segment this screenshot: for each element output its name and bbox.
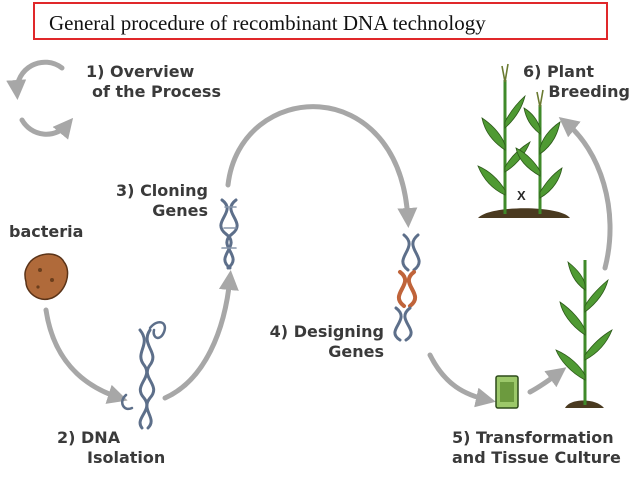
page-title: General procedure of recombinant DNA tec… bbox=[49, 11, 486, 35]
step-cloning-line1: 3) Cloning bbox=[116, 181, 208, 200]
cloning-dna-icon bbox=[219, 198, 239, 270]
step-transformation-line2: and Tissue Culture bbox=[452, 448, 621, 467]
step-plant-breeding-line2: Breeding bbox=[548, 82, 630, 101]
step-designing-line1: 4) Designing bbox=[269, 322, 384, 341]
cross-symbol: X bbox=[517, 188, 526, 203]
step-designing-line2: Genes bbox=[328, 342, 384, 361]
arrow-transformation-to-culture bbox=[527, 367, 567, 395]
bacteria-icon bbox=[24, 253, 69, 300]
tissue-culture-box-icon bbox=[495, 375, 519, 409]
step-transformation-label: 5) Transformation and Tissue Culture bbox=[452, 428, 621, 468]
title-box: General procedure of recombinant DNA tec… bbox=[33, 2, 608, 40]
step-overview-line1: 1) Overview bbox=[86, 62, 195, 81]
step-overview-label: 1) Overview of the Process bbox=[86, 62, 221, 102]
overview-cycle-icon bbox=[6, 59, 74, 140]
step-designing-label: 4) Designing Genes bbox=[262, 322, 384, 362]
step-cloning-line2: Genes bbox=[152, 201, 208, 220]
bacteria-label: bacteria bbox=[9, 222, 84, 241]
step-dna-isolation-line2: Isolation bbox=[87, 448, 166, 467]
dna-isolation-icon bbox=[121, 320, 167, 430]
arrow-cloning-to-designing bbox=[225, 104, 418, 228]
young-plant-icon bbox=[555, 260, 613, 408]
arrow-culture-to-breeding bbox=[558, 116, 613, 271]
step-plant-breeding-line1: 6) Plant bbox=[522, 62, 594, 81]
breeding-plants-icon bbox=[477, 63, 570, 218]
step-plant-breeding-label: 6) Plant Breeding bbox=[502, 62, 630, 102]
step-cloning-label: 3) Cloning Genes bbox=[90, 181, 208, 221]
arrow-designing-to-transformation bbox=[427, 352, 496, 408]
arrow-bacteria-to-isolation bbox=[43, 307, 128, 404]
designed-dna-icon bbox=[393, 233, 421, 342]
arrow-isolation-to-cloning bbox=[162, 270, 239, 401]
step-dna-isolation-line1: 2) DNA bbox=[57, 428, 121, 447]
step-overview-line2: of the Process bbox=[92, 82, 221, 101]
step-dna-isolation-label: 2) DNA Isolation bbox=[57, 428, 165, 468]
step-transformation-line1: 5) Transformation bbox=[452, 428, 614, 447]
